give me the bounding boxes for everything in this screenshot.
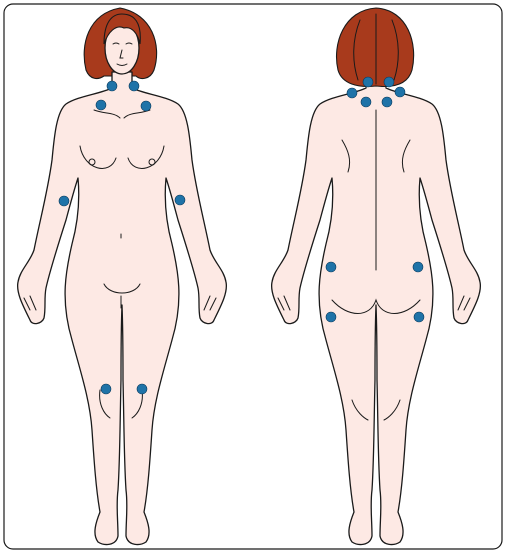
front-tender-point-left-knee xyxy=(101,384,111,394)
back-tender-point-right-occiput xyxy=(384,77,394,87)
front-tender-point-right-lower-cervical xyxy=(129,81,139,91)
back-tender-point-right-greater-trochanter xyxy=(414,312,424,322)
front-tender-point-left-lower-cervical xyxy=(107,81,117,91)
back-tender-point-right-gluteal xyxy=(413,262,423,272)
front-tender-point-left-lateral-epicondyle xyxy=(59,196,69,206)
front-tender-point-right-knee xyxy=(137,384,147,394)
back-tender-point-left-greater-trochanter xyxy=(326,312,336,322)
front-tender-point-left-second-rib xyxy=(96,100,106,110)
back-tender-point-left-occiput xyxy=(363,77,373,87)
back-tender-point-left-supraspinatus xyxy=(361,97,371,107)
front-tender-point-right-second-rib xyxy=(141,101,151,111)
back-tender-point-right-trapezius xyxy=(395,87,405,97)
back-tender-point-left-trapezius xyxy=(347,88,357,98)
back-tender-point-left-gluteal xyxy=(326,262,336,272)
back-tender-point-right-supraspinatus xyxy=(382,97,392,107)
front-tender-point-right-lateral-epicondyle xyxy=(175,195,185,205)
